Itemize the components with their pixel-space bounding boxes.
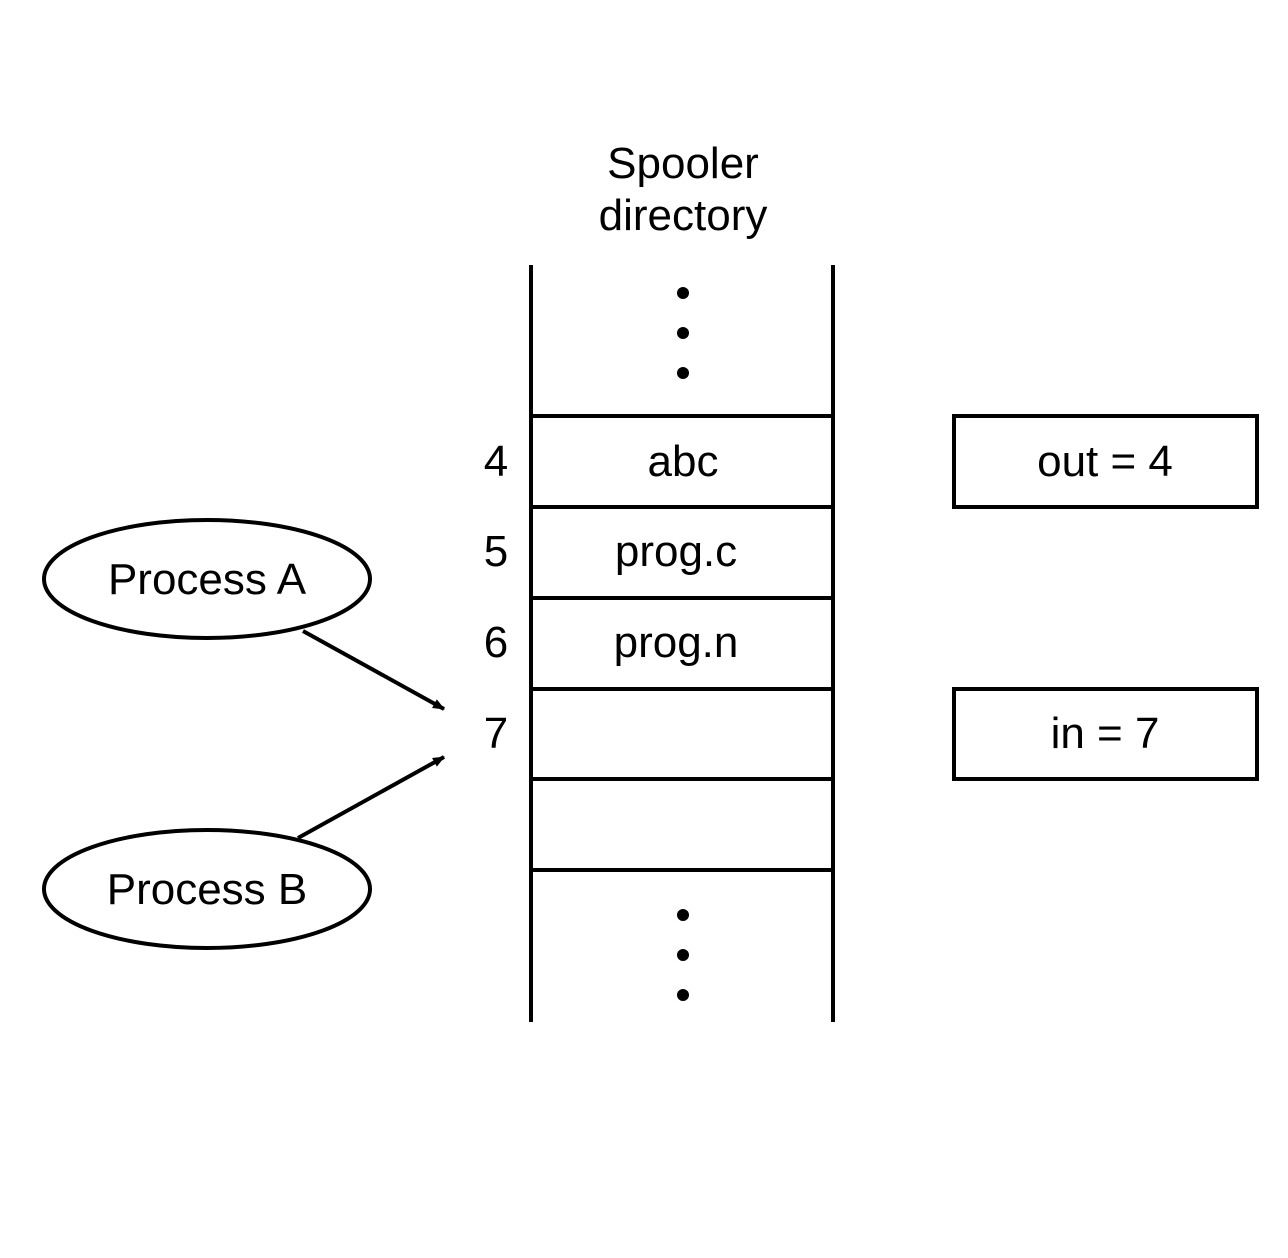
process-b-node: Process B — [42, 828, 372, 950]
process-b-arrow — [297, 755, 445, 840]
out-pointer-label: out = 4 — [1037, 437, 1173, 486]
process-b-label: Process B — [107, 865, 308, 914]
slot-dividers — [531, 414, 833, 872]
slot-content-5: prog.c — [615, 527, 737, 576]
process-a-arrow — [302, 629, 445, 711]
spooler-title-line2: directory — [599, 191, 768, 240]
slot-index-7: 7 — [484, 709, 508, 758]
in-pointer-box: in = 7 — [952, 687, 1259, 781]
top-ellipsis — [677, 287, 689, 379]
in-pointer-label: in = 7 — [1051, 709, 1160, 758]
out-pointer-box: out = 4 — [952, 414, 1259, 509]
slot-content-6: prog.n — [614, 618, 739, 667]
slot-index-4: 4 — [484, 437, 508, 486]
slot-index-6: 6 — [484, 618, 508, 667]
process-a-node: Process A — [42, 518, 372, 640]
slot-content-4: abc — [648, 437, 719, 486]
bottom-ellipsis — [677, 909, 689, 1001]
spooler-title-line1: Spooler — [607, 139, 759, 188]
process-a-label: Process A — [108, 555, 307, 604]
slot-index-5: 5 — [484, 527, 508, 576]
